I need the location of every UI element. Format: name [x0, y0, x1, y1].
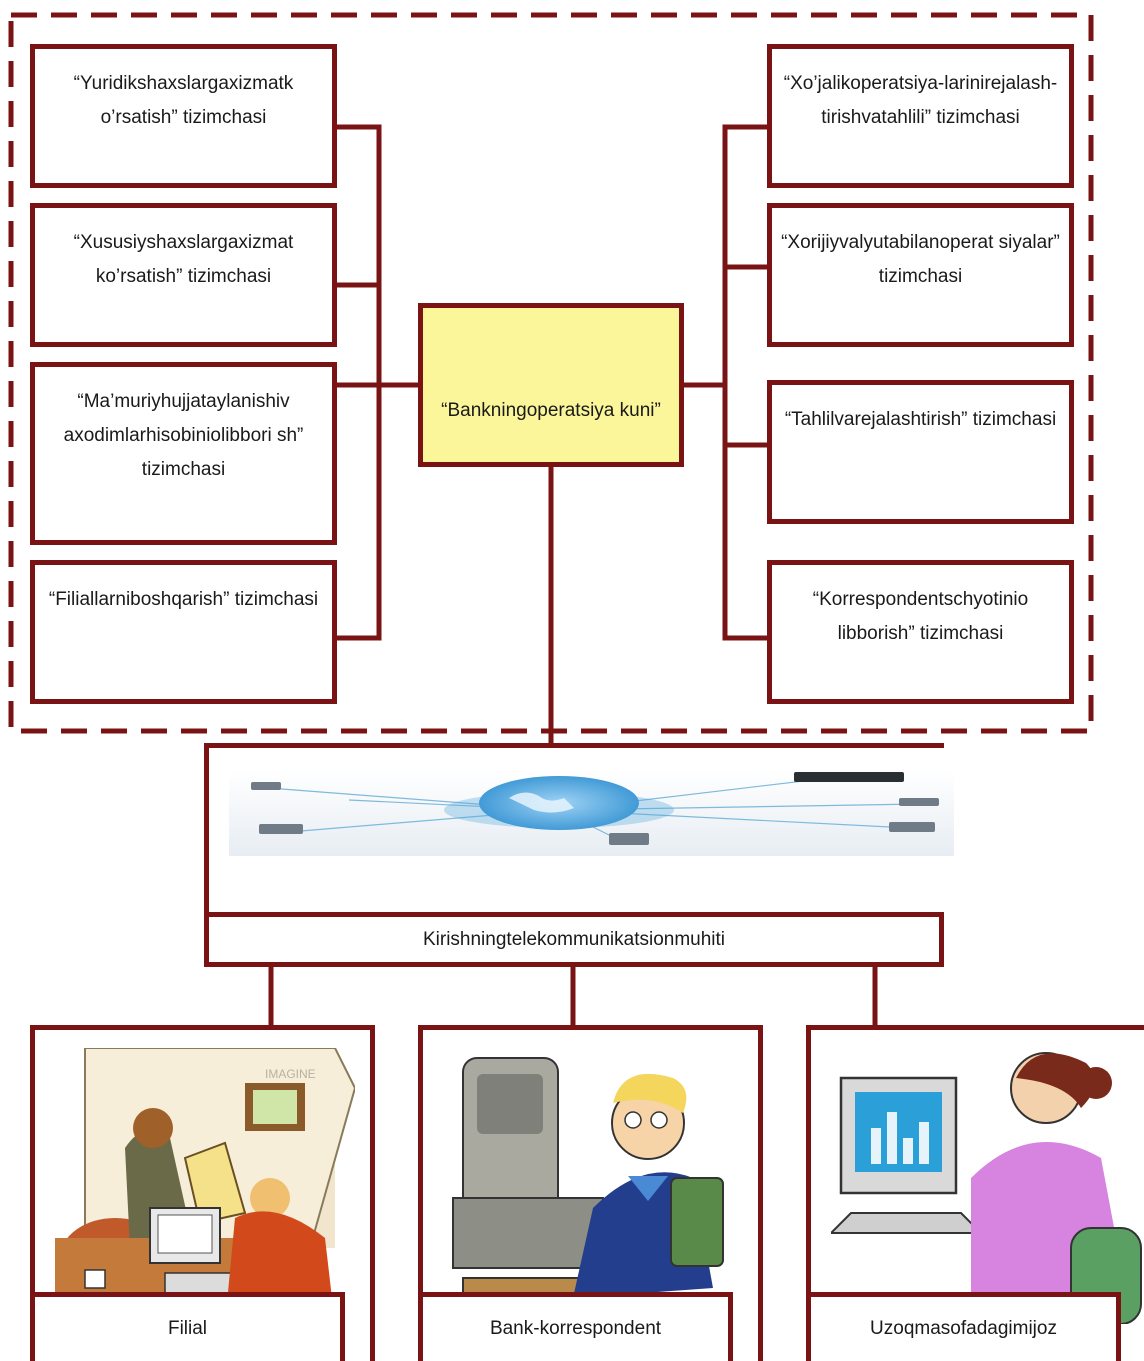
left-box-4-label: “Filiallarniboshqarish” tizimchasi [48, 589, 319, 610]
network-label-cell: Kirishningtelekommunikatsionmuhiti [204, 912, 944, 967]
left-box-3-label: “Ma’muriyhujjataylanishiv axodimlarhisob… [63, 391, 304, 480]
right-box-4-label: “Korrespondentschyotinio libborish” tizi… [812, 589, 1029, 644]
right-box-4: “Korrespondentschyotinio libborish” tizi… [767, 560, 1074, 704]
right-box-2-label: “Xorijiyvalyutabilanoperat siyalar” tizi… [781, 232, 1060, 287]
left-box-2-label: “Xususiyshaxslargaxizmat ko’rsatish” tiz… [73, 232, 294, 287]
right-bracket [722, 124, 767, 641]
remote-client-label: Uzoqmasofadagimijoz [870, 1318, 1057, 1339]
office-workers-illustration: IMAGINE [55, 1048, 355, 1324]
man-at-computer-illustration [452, 1057, 724, 1324]
right-box-1: “Xo’jalikoperatsiya-larinirejalash-tiris… [767, 44, 1074, 188]
bank-korrespondent-label: Bank-korrespondent [489, 1318, 662, 1339]
right-box-3: “Tahlilvarejalashtirish” tizimchasi [767, 380, 1074, 524]
right-box-1-label: “Xo’jalikoperatsiya-larinirejalash-tiris… [783, 73, 1058, 128]
watermark-text: IMAGINE [265, 1067, 316, 1081]
right-box-2: “Xorijiyvalyutabilanoperat siyalar” tizi… [767, 203, 1074, 347]
left-box-4: “Filiallarniboshqarish” tizimchasi [30, 560, 337, 704]
network-globe-illustration [229, 770, 954, 856]
network-label: Kirishningtelekommunikatsionmuhiti [422, 928, 726, 950]
filial-label-cell: Filial [30, 1292, 345, 1361]
center-label: “Bankningoperatsiya kuni” [441, 400, 661, 421]
left-box-3: “Ma’muriyhujjataylanishiv axodimlarhisob… [30, 362, 337, 545]
woman-at-computer-illustration [831, 1052, 1142, 1324]
left-box-1-label: “Yuridikshaxslargaxizmatk o’rsatish” tiz… [73, 73, 294, 128]
center-box: “Bankningoperatsiya kuni” [418, 303, 684, 467]
right-box-3-label: “Tahlilvarejalashtirish” tizimchasi [784, 409, 1057, 430]
left-box-2: “Xususiyshaxslargaxizmat ko’rsatish” tiz… [30, 203, 337, 347]
filial-label: Filial [167, 1318, 208, 1339]
remote-client-label-cell: Uzoqmasofadagimijoz [806, 1292, 1121, 1361]
left-box-1: “Yuridikshaxslargaxizmatk o’rsatish” tiz… [30, 44, 337, 188]
network-box [204, 743, 954, 917]
bank-korrespondent-label-cell: Bank-korrespondent [418, 1292, 733, 1361]
